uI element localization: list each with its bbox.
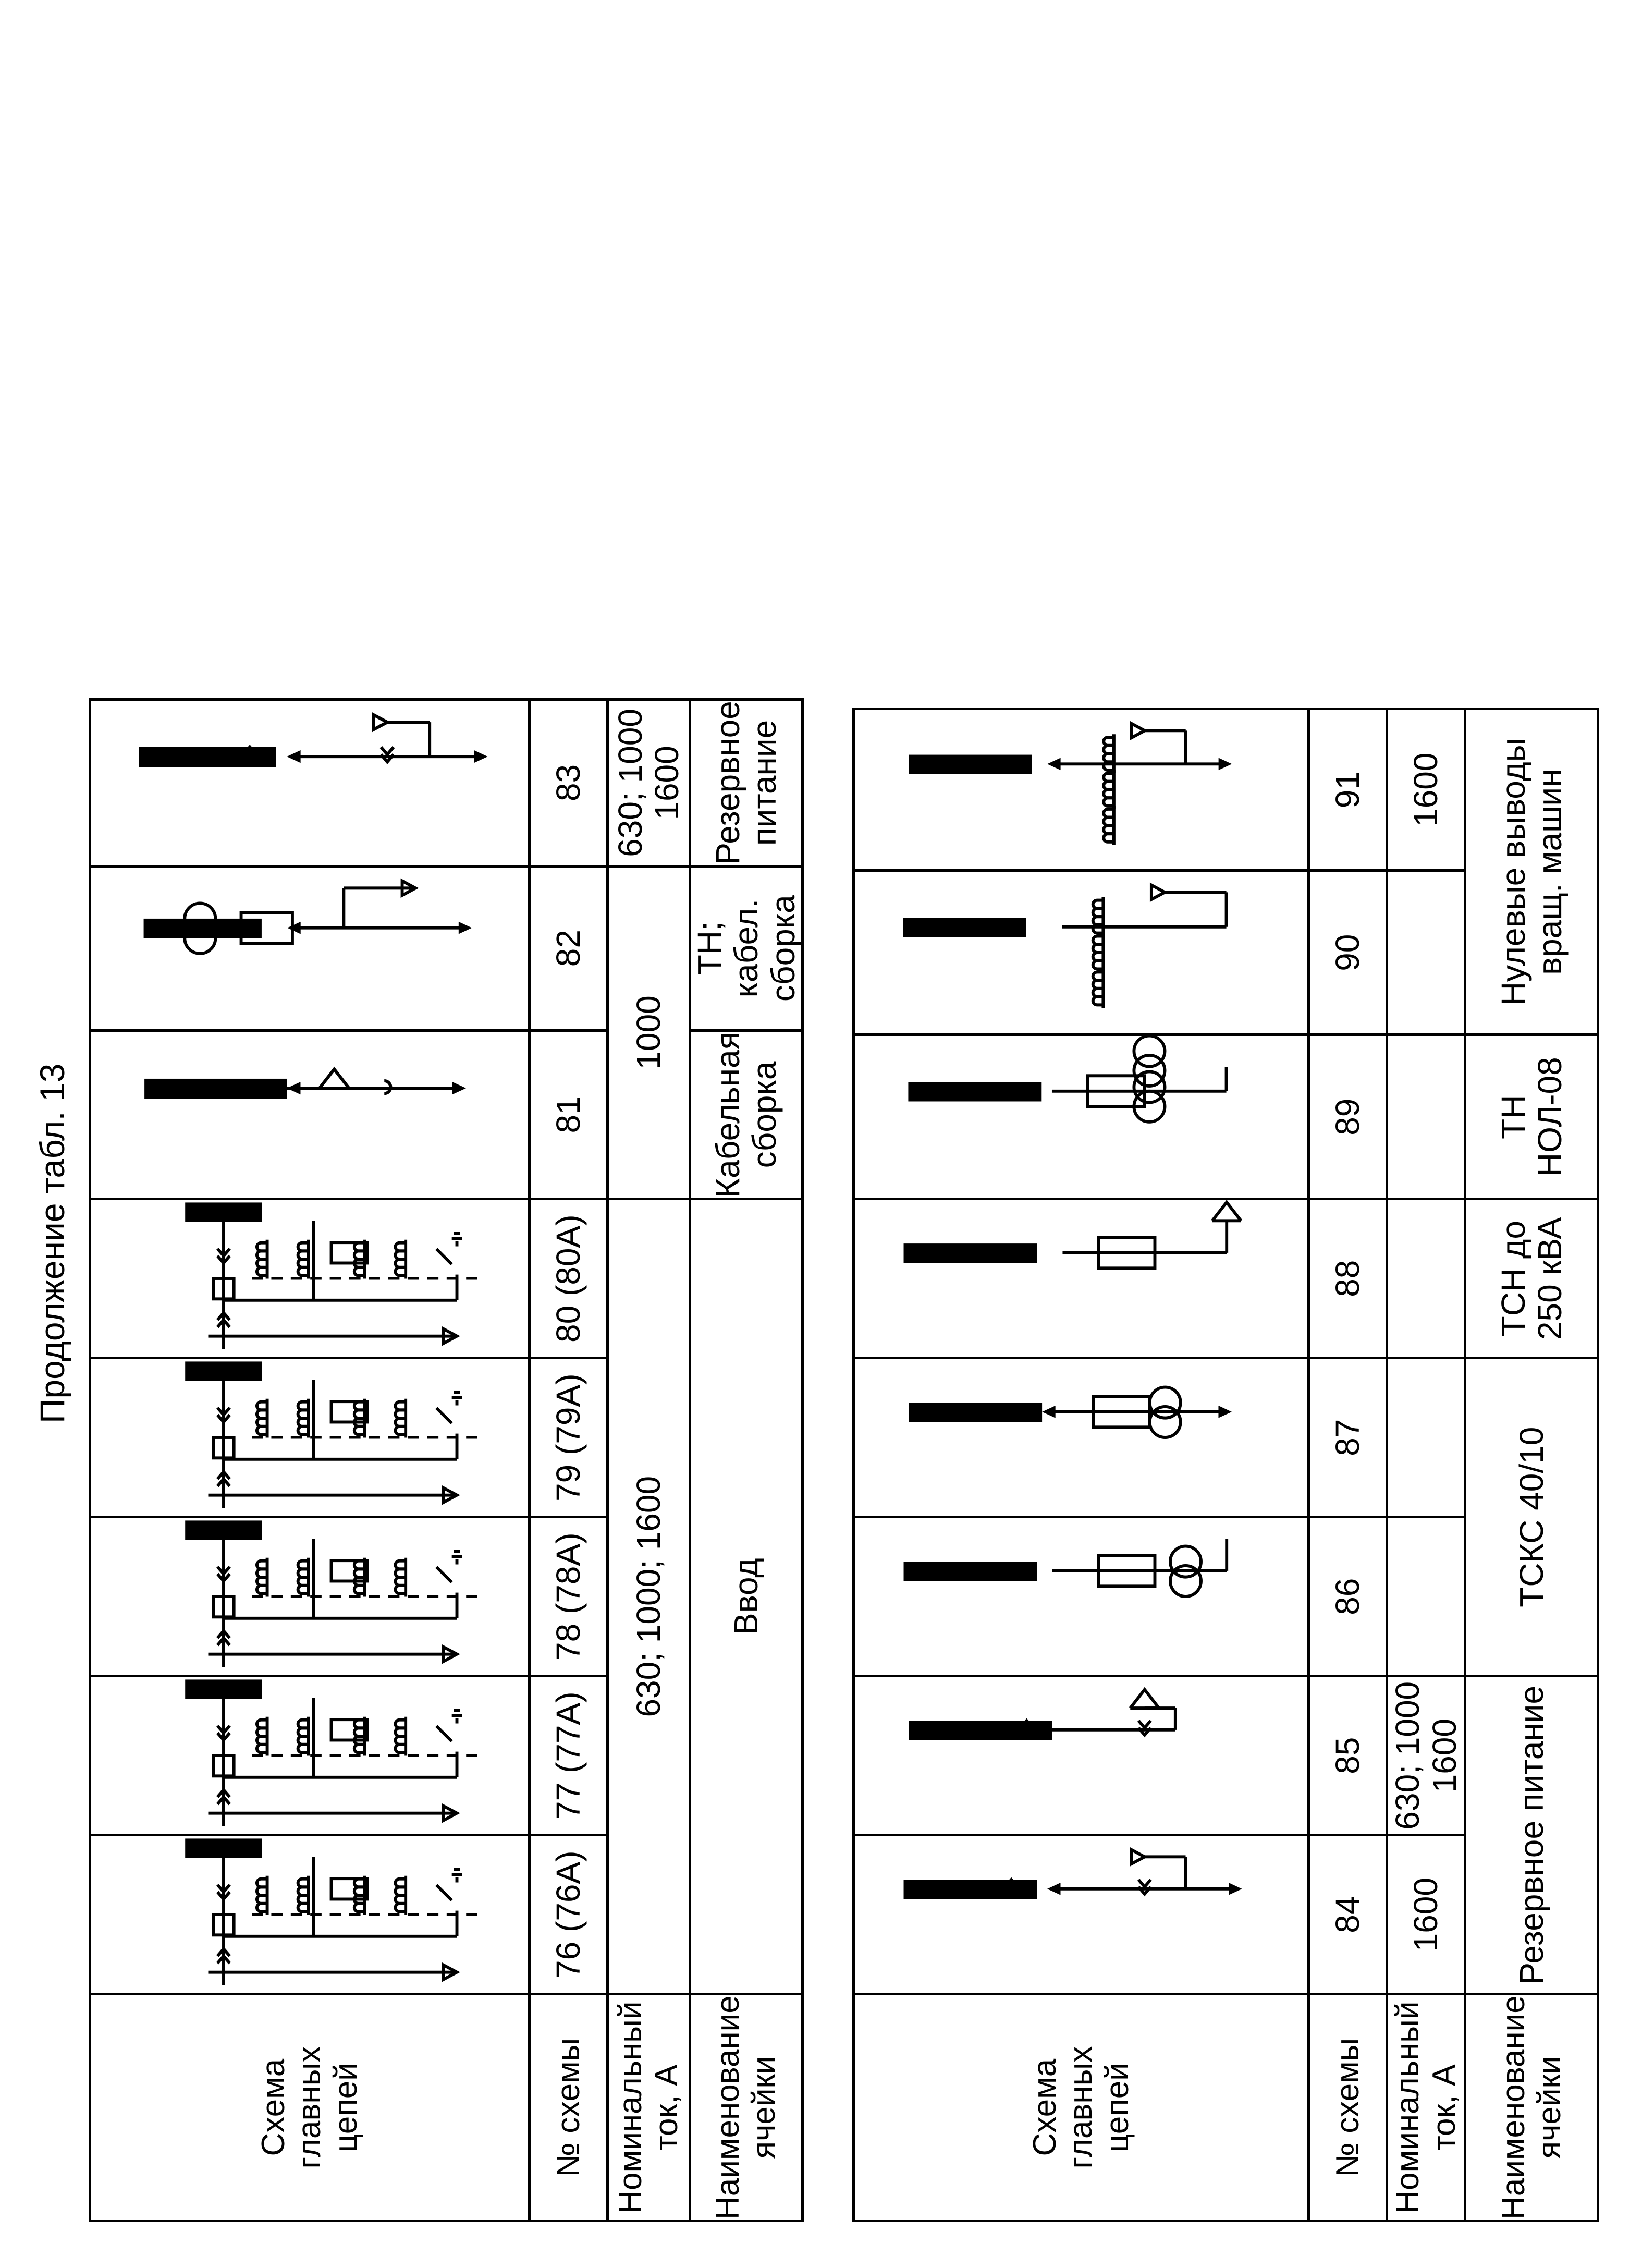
scheme-number: 78 (78А) bbox=[529, 1517, 608, 1676]
scheme-number: 81 bbox=[529, 1030, 608, 1199]
header-name: Наименование ячейки bbox=[690, 1994, 803, 2221]
voltage-transformer-nol-scheme-icon bbox=[908, 1036, 1228, 1124]
voltage-transformer-scheme-icon bbox=[143, 878, 472, 955]
scheme-number: 84 bbox=[1308, 1835, 1387, 1994]
tsks-transformer-scheme-icon bbox=[903, 1539, 1228, 1599]
scheme-number: 86 bbox=[1308, 1517, 1387, 1676]
scheme-diagram-82 bbox=[90, 866, 530, 1031]
nominal-current-empty bbox=[1387, 1034, 1465, 1199]
scheme-diagram-80 bbox=[90, 1199, 530, 1358]
cell-name: ТН; кабел. сборка bbox=[690, 866, 803, 1031]
header-name: Наименование ячейки bbox=[1465, 1994, 1598, 2221]
scheme-diagram-83 bbox=[90, 699, 530, 867]
nominal-current-empty bbox=[1387, 870, 1465, 1035]
neutral-outputs-scheme-icon bbox=[908, 721, 1232, 845]
cell-name: ТСКС 40/10 bbox=[1465, 1358, 1598, 1676]
reserve-supply-cable-scheme-icon bbox=[909, 1687, 1177, 1740]
incoming-breaker-scheme-icon bbox=[185, 1520, 483, 1667]
scheme-diagram-91 bbox=[853, 709, 1309, 871]
header-number: № схемы bbox=[529, 1994, 608, 2221]
tsks-transformer-scheme-icon bbox=[909, 1385, 1232, 1440]
scheme-diagram-88 bbox=[853, 1199, 1309, 1358]
cell-name: ТСН до 250 кВА bbox=[1465, 1199, 1598, 1358]
header-scheme: Схема главных цепей bbox=[90, 1994, 530, 2221]
schemes-table-top: Схема главных цепей № схемы 76 (76А) 77 … bbox=[89, 698, 804, 2222]
nominal-current-empty bbox=[1387, 1517, 1465, 1676]
scheme-diagram-89 bbox=[853, 1034, 1309, 1199]
scheme-number: 89 bbox=[1308, 1034, 1387, 1199]
nominal-current: 630; 1000 1600 bbox=[1387, 1676, 1465, 1835]
scheme-diagram-87 bbox=[853, 1358, 1309, 1517]
scheme-diagram-77 bbox=[90, 1676, 530, 1835]
nominal-current: 1600 bbox=[1387, 709, 1465, 871]
scheme-diagram-79 bbox=[90, 1358, 530, 1517]
scheme-number: 90 bbox=[1308, 870, 1387, 1035]
scheme-diagram-81 bbox=[90, 1030, 530, 1199]
header-number: № схемы bbox=[1308, 1994, 1387, 2221]
reserve-supply-scheme-icon bbox=[139, 712, 488, 767]
schemes-table-bottom: Схема главных цепей № схемы 84 85 86 87 … bbox=[852, 708, 1599, 2222]
reserve-supply-scheme-icon bbox=[903, 1847, 1242, 1899]
incoming-breaker-scheme-icon bbox=[185, 1679, 483, 1826]
scheme-diagram-84 bbox=[853, 1835, 1309, 1994]
scheme-number: 85 bbox=[1308, 1676, 1387, 1835]
scheme-number: 87 bbox=[1308, 1358, 1387, 1517]
nominal-current-empty bbox=[1387, 1199, 1465, 1358]
neutral-outputs-scheme-icon bbox=[903, 882, 1228, 1008]
scheme-number: 76 (76А) bbox=[529, 1835, 608, 1994]
scheme-diagram-76 bbox=[90, 1835, 530, 1994]
scheme-number: 79 (79А) bbox=[529, 1358, 608, 1517]
nominal-current: 630; 1000 1600 bbox=[607, 699, 690, 867]
incoming-breaker-scheme-icon bbox=[185, 1838, 483, 1985]
scheme-number: 91 bbox=[1308, 709, 1387, 871]
incoming-breaker-scheme-icon bbox=[185, 1361, 483, 1508]
auxiliary-transformer-scheme-icon bbox=[903, 1200, 1242, 1270]
scheme-diagram-85 bbox=[853, 1676, 1309, 1835]
incoming-breaker-scheme-icon bbox=[185, 1202, 483, 1349]
scheme-number: 83 bbox=[529, 699, 608, 867]
scheme-number: 88 bbox=[1308, 1199, 1387, 1358]
scheme-number: 77 (77А) bbox=[529, 1676, 608, 1835]
nominal-current-group: 630; 1000; 1600 bbox=[607, 1199, 690, 1994]
nominal-current-group: 1000 bbox=[607, 866, 690, 1199]
scheme-diagram-90 bbox=[853, 870, 1309, 1035]
scheme-number: 80 (80А) bbox=[529, 1199, 608, 1358]
scheme-diagram-78 bbox=[90, 1517, 530, 1676]
header-current: Номинальный ток, А bbox=[1387, 1994, 1465, 2221]
header-scheme: Схема главных цепей bbox=[853, 1994, 1309, 2221]
header-current: Номинальный ток, А bbox=[607, 1994, 690, 2221]
cell-name: ТН НОЛ-08 bbox=[1465, 1034, 1598, 1199]
cell-name: Резервное питание bbox=[1465, 1676, 1598, 1994]
scheme-number: 82 bbox=[529, 866, 608, 1031]
cell-name: Кабельная сборка bbox=[690, 1030, 803, 1199]
cell-name: Нулевые выводы вращ. машин bbox=[1465, 709, 1598, 1035]
table-caption: Продолжение табл. 13 bbox=[33, 1063, 71, 1423]
cable-assembly-scheme-icon bbox=[144, 1067, 467, 1099]
nominal-current: 1600 bbox=[1387, 1835, 1465, 1994]
scheme-diagram-86 bbox=[853, 1517, 1309, 1676]
cell-name: Ввод bbox=[690, 1199, 803, 1994]
cell-name: Резервное питание bbox=[690, 699, 803, 867]
nominal-current-empty bbox=[1387, 1358, 1465, 1517]
